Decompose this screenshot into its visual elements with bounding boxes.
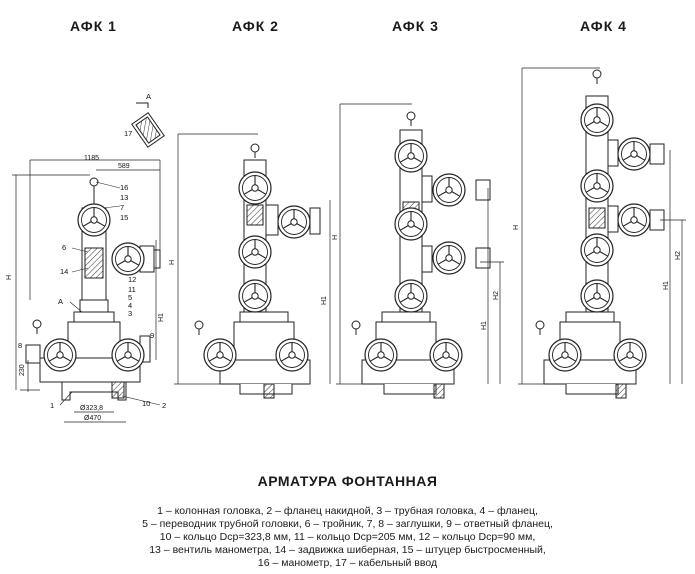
legend-line: 10 – кольцо Dср=323,8 мм, 11 – кольцо Dс…	[159, 531, 536, 543]
dim-width-partial: 589	[118, 163, 130, 170]
callout-7: 7	[120, 203, 124, 212]
callout-9: 9	[150, 331, 154, 340]
callout-14: 14	[60, 267, 68, 276]
parts-legend: 1 – колонная головка, 2 – фланец накидно…	[0, 505, 695, 570]
diagram-afk1	[12, 102, 165, 423]
dim-H2-afk3: H2	[493, 291, 500, 300]
variant-title-afk4: АФК 4	[580, 18, 627, 34]
dim-H1-afk3: H1	[481, 321, 488, 330]
dim-H-afk3: H	[332, 235, 339, 240]
callout-13: 13	[120, 193, 128, 202]
callout-15: 15	[120, 213, 128, 222]
callout-4: 4	[128, 301, 132, 310]
dim-H-afk2: H	[169, 260, 176, 265]
callout-16: 16	[120, 183, 128, 192]
dim-H1-afk1: H1	[158, 313, 165, 322]
callout-a-ref: А	[58, 297, 63, 306]
dim-H1-afk2: H1	[321, 296, 328, 305]
variant-title-afk1: АФК 1	[70, 18, 117, 34]
dim-dia-323: Ø323,8	[80, 405, 103, 412]
diagram-title: АРМАТУРА ФОНТАННАЯ	[257, 473, 438, 489]
diagram-afk3	[336, 103, 504, 399]
variant-title-afk3: АФК 3	[392, 18, 439, 34]
diagram-afk2	[174, 133, 331, 399]
dim-H1-afk4: H1	[663, 281, 670, 290]
view-label-a: А	[146, 92, 151, 101]
callout-6: 6	[62, 243, 66, 252]
dim-H-afk4: H	[513, 225, 520, 230]
legend-line: 16 – манометр, 17 – кабельный ввод	[257, 557, 438, 569]
legend-line: 5 – переводник трубной головки, 6 – трой…	[142, 518, 553, 530]
drawings-canvas: 1185 589 H 230 H1 Ø323,8 Ø470 H H1 H H1 …	[6, 67, 686, 423]
callout-8: 8	[18, 341, 22, 350]
dim-width-overall: 1185	[84, 155, 99, 162]
dim-H-afk1: H	[6, 275, 13, 280]
dim-230: 230	[19, 364, 26, 376]
callout-5: 5	[128, 293, 132, 302]
callout-1: 1	[50, 401, 54, 410]
callout-10: 10	[142, 399, 150, 408]
dim-dia-470: Ø470	[84, 415, 101, 422]
callout-3: 3	[128, 309, 132, 318]
callout-2: 2	[162, 401, 166, 410]
variant-title-afk2: АФК 2	[232, 18, 279, 34]
callout-12: 12	[128, 275, 136, 284]
callout-11: 11	[128, 285, 136, 294]
diagram-afk4	[518, 67, 686, 399]
legend-line: 13 – вентиль манометра, 14 – задвижка ши…	[149, 544, 546, 556]
legend-line: 1 – колонная головка, 2 – фланец накидно…	[157, 505, 538, 517]
callout-17: 17	[124, 129, 132, 138]
dim-H2-afk4: H2	[675, 251, 682, 260]
